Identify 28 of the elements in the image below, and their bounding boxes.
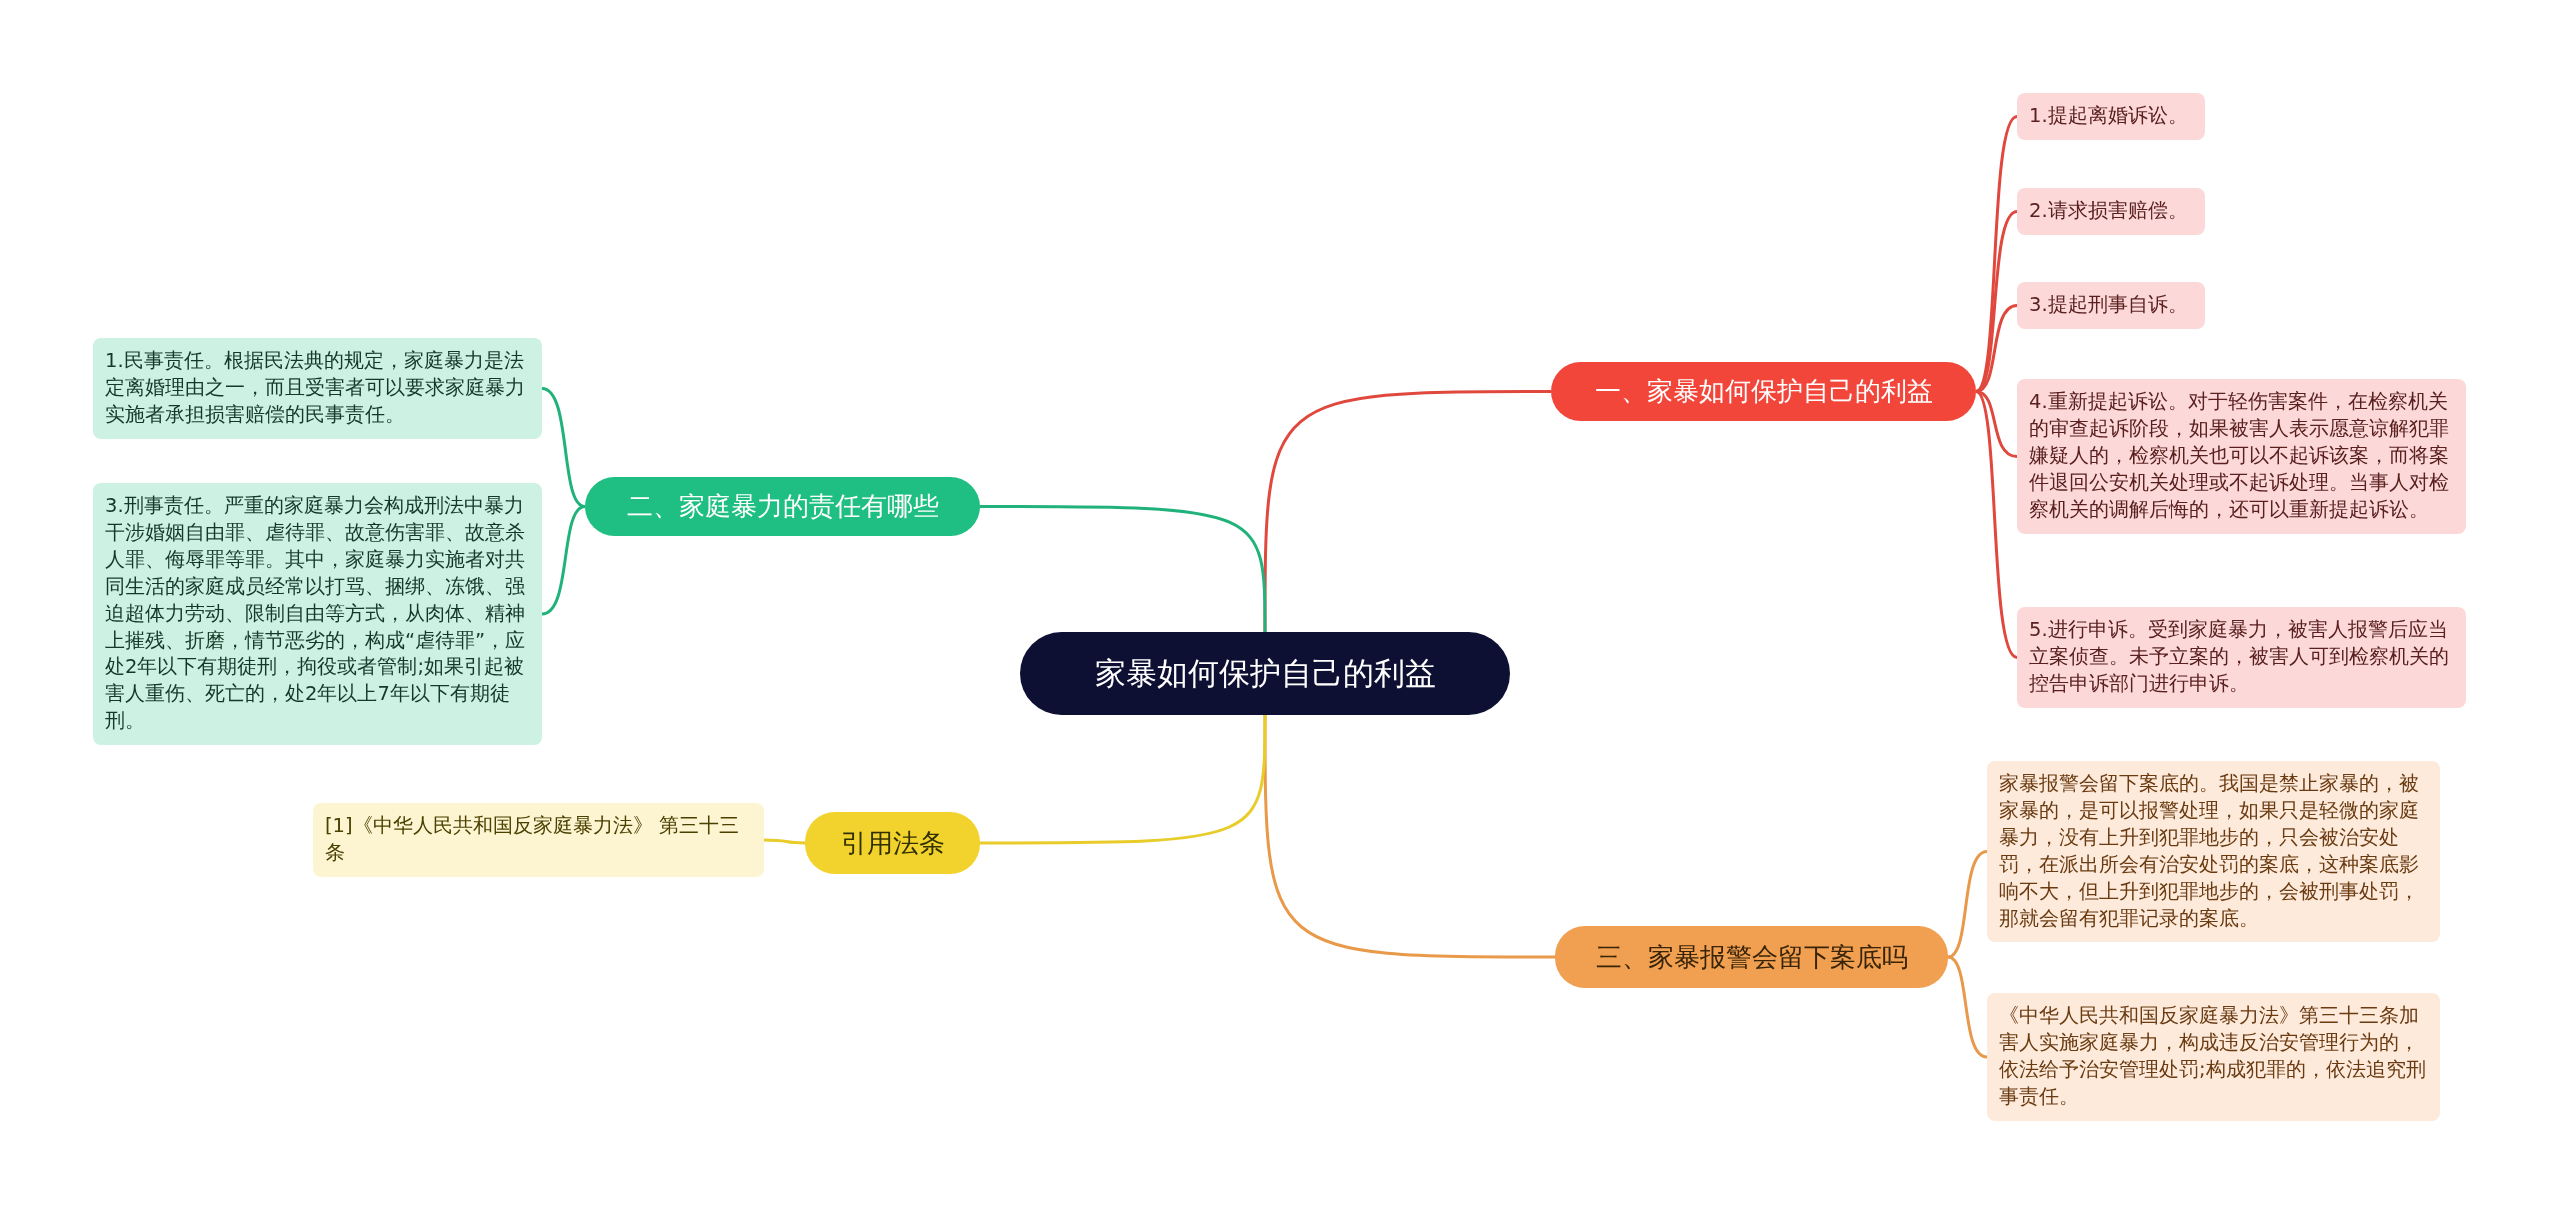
connector [1975, 390, 2018, 458]
note-card: 2.请求损害赔偿。 [2017, 188, 2205, 235]
connector [1947, 850, 1988, 959]
connector [980, 715, 1267, 845]
note-card: 4.重新提起诉讼。对于轻伤害案件，在检察机关的审查起诉阶段，如果被害人表示愿意谅解犯罪嫌疑人的，检察机关也可以不起诉该案，而将案件退回公安机关处理或不起诉处理。当事人对检察机关的调解后悔的，还可以重新提起诉讼。 [2017, 379, 2466, 534]
note-card: 1.提起离婚诉讼。 [2017, 93, 2205, 140]
note-card: 5.进行申诉。受到家庭暴力，被害人报警后应当立案侦查。未予立案的，被害人可到检察机关的控告申诉部门进行申诉。 [2017, 607, 2466, 708]
note-card: [1]《中华人民共和国反家庭暴力法》 第三十三条 [313, 803, 764, 877]
note-card: 3.提起刑事自诉。 [2017, 282, 2205, 329]
connector [1263, 390, 1551, 632]
topic-pill: 一、家暴如何保护自己的利益 [1551, 362, 1976, 421]
connector [541, 505, 586, 616]
note-card: 1.民事责任。根据民法典的规定，家庭暴力是法定离婚理由之一，而且受害者可以要求家庭暴力实施者承担损害赔偿的民事责任。 [93, 338, 542, 439]
topic-pill: 引用法条 [805, 812, 980, 874]
connector [1263, 715, 1555, 959]
connector [1974, 115, 2018, 393]
connector [1974, 390, 2018, 659]
note-card: 家暴报警会留下案底的。我国是禁止家暴的，被家暴的，是可以报警处理，如果只是轻微的家庭暴力，没有上升到犯罪地步的，只会被治安处罚，在派出所会有治安处罚的案底，这种案底影响不大，但上升到犯罪地步的，会被刑事处罚，那就会留有犯罪记录的案底。 [1987, 761, 2440, 943]
connector [1947, 955, 1988, 1059]
topic-pill: 二、家庭暴力的责任有哪些 [585, 477, 980, 536]
connector [764, 838, 805, 845]
note-card: 3.刑事责任。严重的家庭暴力会构成刑法中暴力干涉婚姻自由罪、虐待罪、故意伤害罪、故意杀人罪、侮辱罪等罪。其中，家庭暴力实施者对共同生活的家庭成员经常以打骂、捆绑、冻饿、强迫超体力劳动、限制自由等方式，从肉体、精神上摧残、折磨，情节恶劣的，构成“虐待罪”，应处2年以下有期徒刑，拘役或者管制;如果引起被害人重伤、死亡的，处2年以上7年以下有期徒刑。 [93, 483, 542, 746]
connector [980, 505, 1267, 632]
topic-pill: 三、家暴报警会留下案底吗 [1555, 926, 1948, 988]
connector [541, 387, 586, 508]
connector [1975, 304, 2018, 393]
central-topic: 家暴如何保护自己的利益 [1020, 632, 1510, 715]
note-card: 《中华人民共和国反家庭暴力法》第三十三条加害人实施家庭暴力，构成违反治安管理行为的，依法给予治安管理处罚;构成犯罪的，依法追究刑事责任。 [1987, 993, 2440, 1121]
